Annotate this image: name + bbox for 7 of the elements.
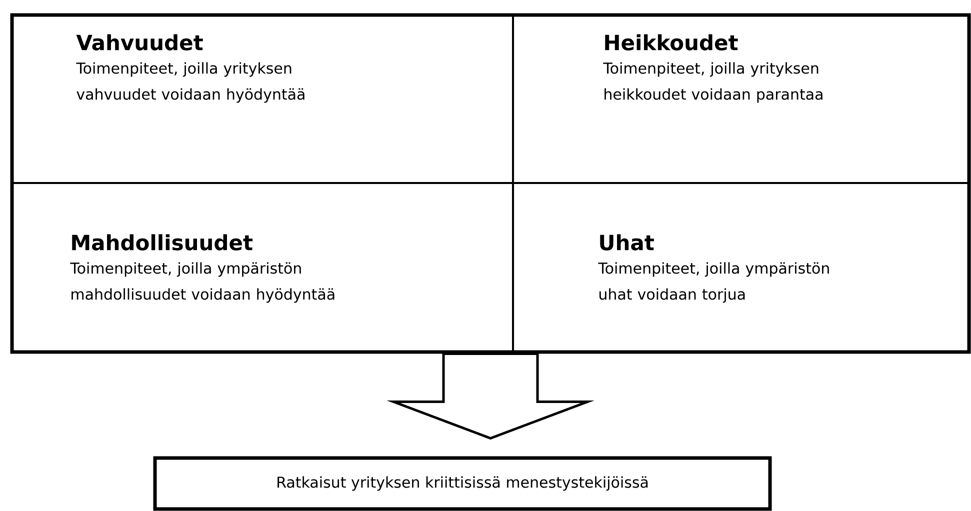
block-arrow xyxy=(386,352,594,440)
swot-cell: Mahdollisuudet Toimenpiteet, joilla ympäristön mahdollisuudet voidaan hyödyntää xyxy=(11,182,514,353)
swot-cell: Vahvuudet Toimenpiteet, joilla yrityksen vahvuudet voidaan hyödyntää xyxy=(11,14,514,184)
swot-cell: Uhat Toimenpiteet, joilla ympäristön uhat voidaan torjua xyxy=(512,182,970,353)
grid-frame xyxy=(10,13,971,354)
swot-cell: Heikkoudet Toimenpiteet, joilla yrityksen heikkoudet voidaan parantaa xyxy=(512,14,970,184)
result-box: Ratkaisut yrityksen kriittisissä menestystekijöissä xyxy=(153,456,772,511)
